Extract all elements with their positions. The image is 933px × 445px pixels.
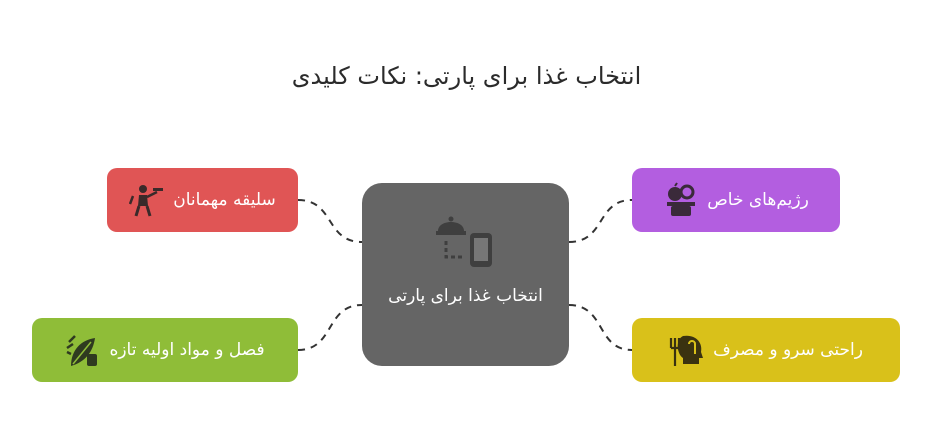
node-label: فصل و مواد اولیه تازه — [109, 340, 265, 360]
waiter-icon — [129, 182, 165, 218]
node-serving-ease[interactable]: راحتی سرو و مصرف — [632, 318, 900, 382]
connector-special-diets — [568, 199, 633, 243]
node-season-ingredients[interactable]: فصل و مواد اولیه تازه — [32, 318, 298, 382]
diagram-title: انتخاب غذا برای پارتی: نکات کلیدی — [291, 62, 642, 90]
node-guest-taste[interactable]: سلیقه مهمانان — [107, 168, 298, 232]
leaf-produce-icon — [65, 332, 101, 368]
central-topic-node[interactable]: انتخاب غذا برای پارتی — [362, 183, 569, 366]
connector-season — [297, 304, 363, 351]
node-label: راحتی سرو و مصرف — [713, 340, 863, 360]
central-topic-label: انتخاب غذا برای پارتی — [388, 286, 543, 306]
node-label: سلیقه مهمانان — [173, 190, 276, 210]
scale-apple-icon — [663, 182, 699, 218]
food-delivery-icon — [434, 209, 496, 275]
node-label: رژیم‌های خاص — [707, 190, 809, 210]
connector-guest-taste — [297, 199, 363, 243]
connector-serving-ease — [568, 304, 633, 351]
node-special-diets[interactable]: رژیم‌های خاص — [632, 168, 840, 232]
head-utensils-icon — [669, 332, 705, 368]
